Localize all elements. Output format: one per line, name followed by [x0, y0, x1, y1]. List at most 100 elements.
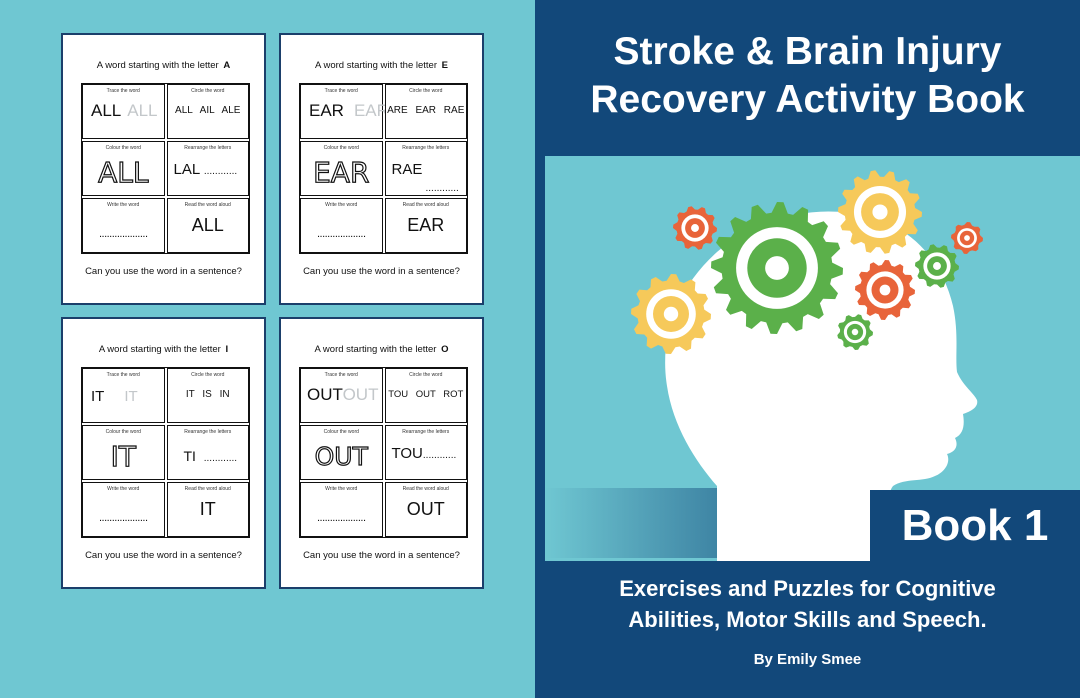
rearrange-cell: Rearrange the letters TI ............	[166, 425, 249, 480]
write-label: Write the word	[325, 202, 358, 208]
read-label: Read the word aloud	[402, 486, 449, 492]
subtitle-line-2: Abilities, Motor Skills and Speech.	[628, 607, 987, 632]
sample-page-i: A word starting with the letter I Trace …	[61, 317, 266, 589]
read-label: Read the word aloud	[402, 202, 449, 208]
cover-illustration	[545, 156, 1080, 561]
title-line-1: Stroke & Brain Injury	[613, 30, 1002, 73]
write-label: Write the word	[325, 486, 358, 492]
colour-label: Colour the word	[323, 429, 359, 435]
colour-word: EAR	[312, 155, 370, 189]
read-word: OUT	[406, 499, 445, 519]
page-footer: Can you use the word in a sentence?	[303, 266, 460, 277]
activity-grid: Trace the word OUTOUT Circle the word TO…	[299, 367, 468, 538]
read-cell: Read the word aloud OUT	[384, 482, 467, 537]
sample-page-a: A word starting with the letter A Trace …	[61, 33, 266, 305]
sample-page-o: A word starting with the letter O Trace …	[279, 317, 484, 589]
small-green-gear-icon	[915, 244, 959, 288]
read-label: Read the word aloud	[184, 202, 231, 208]
scrambled-letters: TOU............	[391, 445, 457, 462]
sample-page-e: A word starting with the letter E Trace …	[279, 33, 484, 305]
circle-options: TOU OUT ROT	[388, 389, 464, 400]
cover-title: Stroke & Brain Injury Recovery Activity …	[535, 28, 1080, 124]
write-line: ...................	[98, 512, 148, 524]
sample-pages-panel: A word starting with the letter A Trace …	[0, 0, 535, 698]
scrambled-letters: LAL ............	[173, 161, 238, 178]
colour-word: ALL	[97, 155, 149, 189]
circle-label: Circle the word	[191, 88, 225, 94]
write-cell: Write the word ...................	[82, 482, 165, 537]
trace-cell: Trace the word OUTOUT	[300, 368, 383, 423]
page-heading: A word starting with the letter E	[315, 60, 448, 71]
trace-label: Trace the word	[106, 372, 140, 378]
trace-label: Trace the word	[106, 88, 140, 94]
write-label: Write the word	[107, 486, 140, 492]
rearrange-cell: Rearrange the letters TOU............	[384, 425, 467, 480]
yellow-gear-icon	[838, 170, 922, 254]
write-label: Write the word	[107, 202, 140, 208]
read-cell: Read the word aloud EAR	[384, 198, 467, 253]
circle-cell: Circle the word ARE EAR RAE	[384, 84, 467, 139]
scrambled-letters: TI ............	[183, 448, 238, 464]
read-cell: Read the word aloud IT	[166, 482, 249, 537]
colour-cell: Colour the word IT	[82, 425, 165, 480]
circle-options: ARE EAR RAE	[387, 105, 465, 116]
write-cell: Write the word ...................	[300, 482, 383, 537]
head-with-gears-icon	[545, 170, 983, 561]
circle-label: Circle the word	[409, 372, 443, 378]
write-line: ...................	[316, 512, 366, 524]
write-line: ...................	[316, 228, 366, 240]
book-cover: Stroke & Brain Injury Recovery Activity …	[535, 0, 1080, 698]
read-label: Read the word aloud	[184, 486, 231, 492]
page-heading: A word starting with the letter O	[314, 344, 449, 355]
colour-label: Colour the word	[105, 429, 141, 435]
rearrange-label: Rearrange the letters	[402, 145, 450, 151]
title-line-2: Recovery Activity Book	[590, 78, 1025, 121]
write-line: ...................	[98, 228, 148, 240]
write-cell: Write the word ...................	[300, 198, 383, 253]
page-footer: Can you use the word in a sentence?	[85, 266, 242, 277]
book-number-badge: Book 1	[870, 490, 1080, 562]
rearrange-label: Rearrange the letters	[402, 429, 450, 435]
page-footer: Can you use the word in a sentence?	[303, 550, 460, 561]
trace-label: Trace the word	[324, 88, 358, 94]
rearrange-label: Rearrange the letters	[184, 429, 232, 435]
colour-cell: Colour the word ALL	[82, 141, 165, 196]
circle-options: IT IS IN	[185, 389, 230, 400]
colour-word: OUT	[314, 441, 368, 471]
read-cell: Read the word aloud ALL	[166, 198, 249, 253]
colour-label: Colour the word	[105, 145, 141, 151]
page-heading: A word starting with the letter A	[96, 60, 231, 71]
rearrange-label: Rearrange the letters	[184, 145, 232, 151]
rearrange-cell: Rearrange the letters RAE............	[384, 141, 467, 196]
tiny-green-gear-icon	[837, 314, 873, 350]
colour-cell: Colour the word OUT	[300, 425, 383, 480]
tiny-orange-gear-icon	[951, 222, 983, 254]
orange-gear-icon	[855, 260, 915, 320]
trace-word: OUTOUT	[307, 385, 379, 404]
circle-label: Circle the word	[409, 88, 443, 94]
cover-subtitle: Exercises and Puzzles for Cognitive Abil…	[535, 573, 1080, 635]
page-footer: Can you use the word in a sentence?	[85, 550, 242, 561]
scrambled-letters: RAE............	[391, 161, 459, 194]
circle-cell: Circle the word ALL AIL ALE	[166, 84, 249, 139]
rearrange-cell: Rearrange the letters LAL ............	[166, 141, 249, 196]
write-cell: Write the word ...................	[82, 198, 165, 253]
left-yellow-gear-icon	[631, 274, 711, 354]
colour-cell: Colour the word EAR	[300, 141, 383, 196]
page-heading: A word starting with the letter I	[98, 344, 229, 355]
colour-label: Colour the word	[323, 145, 359, 151]
circle-cell: Circle the word IT IS IN	[166, 368, 249, 423]
colour-word: IT	[110, 439, 137, 473]
large-green-gear-icon	[711, 202, 843, 334]
read-word: EAR	[407, 215, 445, 235]
author-name: By Emily Smee	[753, 651, 862, 668]
circle-label: Circle the word	[191, 372, 225, 378]
